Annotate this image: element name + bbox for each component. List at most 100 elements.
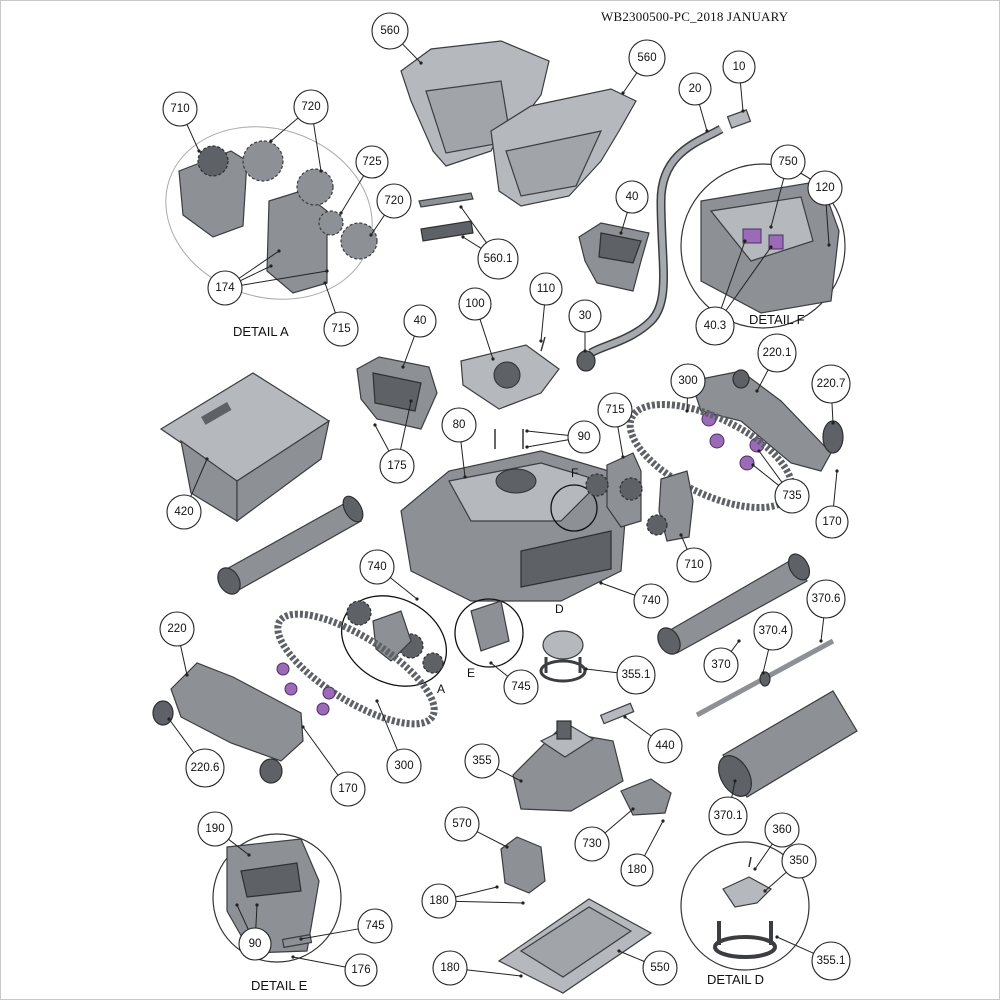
bracket-730 — [621, 779, 671, 815]
callout-90: 90 — [239, 928, 271, 960]
callout-174: 174 — [208, 271, 242, 305]
callout-725: 725 — [356, 146, 388, 178]
callout-leader-tip — [415, 597, 418, 600]
callout-leader-tip — [299, 937, 302, 940]
callout-label: 110 — [537, 283, 555, 295]
callout-leader-tip — [291, 955, 294, 958]
callout-leader-tip — [835, 469, 838, 472]
callout-leader-tip — [277, 249, 280, 252]
callout-leader — [181, 646, 187, 675]
callout-leader — [325, 283, 335, 313]
callout-leader-tip — [491, 357, 494, 360]
callout-label: 710 — [684, 559, 703, 571]
callout-leader — [463, 237, 481, 248]
callout-leader-tip — [197, 149, 200, 152]
callout-label: 180 — [627, 864, 646, 876]
connector-10 — [728, 110, 751, 128]
callout-leader — [371, 215, 384, 235]
callout-label: 40 — [626, 191, 639, 203]
callout-label: 370 — [711, 659, 730, 671]
callout-leader-tip — [769, 225, 772, 228]
block-570 — [501, 837, 545, 893]
side-frame-220 — [171, 663, 303, 761]
callout-leader-tip — [599, 581, 602, 584]
callout-leader-tip — [631, 807, 634, 810]
callout-leader-tip — [375, 699, 378, 702]
callout-170: 170 — [816, 506, 848, 538]
callout-leader-tip — [521, 901, 524, 904]
callout-leader — [375, 425, 389, 451]
callout-leader-tip — [819, 639, 822, 642]
callout-leader — [618, 427, 623, 457]
callout-110: 110 — [530, 273, 562, 305]
gear-plate-715 — [267, 191, 327, 293]
callout-leader-tip — [584, 667, 587, 670]
callout-360: 360 — [765, 813, 799, 847]
callout-leader — [240, 266, 271, 281]
callout-leader-tip — [519, 779, 522, 782]
callout-leader-tip — [539, 339, 542, 342]
callout-370-6: 370.6 — [807, 580, 845, 618]
callout-leader — [314, 124, 321, 171]
callout-leader — [293, 957, 345, 967]
callout-leader — [169, 719, 194, 753]
callout-740: 740 — [360, 550, 394, 584]
callout-leader — [625, 717, 651, 736]
callout-leader-tip — [369, 233, 372, 236]
callout-leader-tip — [751, 463, 754, 466]
callout-label: 175 — [387, 460, 406, 472]
callout-leader-tip — [733, 779, 736, 782]
clip-560-1a — [419, 193, 473, 207]
callout-715: 715 — [324, 312, 358, 346]
callout-leader — [377, 701, 397, 750]
callout-730: 730 — [575, 827, 609, 861]
callout-leader-tip — [325, 269, 328, 272]
callout-label: 720 — [384, 195, 403, 207]
callout-label: 174 — [215, 282, 235, 294]
callout-label: 715 — [605, 404, 624, 416]
callout-label: 745 — [511, 681, 530, 693]
callout-40-3: 40.3 — [696, 307, 734, 345]
callout-740: 740 — [634, 584, 668, 618]
callout-leader — [601, 583, 635, 595]
callout-300: 300 — [671, 364, 705, 398]
callout-label: 360 — [772, 824, 791, 836]
callout-176: 176 — [345, 954, 377, 986]
callout-leader-tip — [247, 853, 250, 856]
callout-20: 20 — [679, 73, 711, 105]
callout-120: 120 — [808, 171, 842, 205]
callout-leader-tip — [753, 867, 756, 870]
callout-leader-tip — [505, 845, 508, 848]
callout-355: 355 — [465, 744, 499, 778]
gear-725 — [319, 211, 343, 235]
gear-720c — [341, 223, 377, 259]
callout-leader-tip — [373, 423, 376, 426]
callout-leader-tip — [757, 449, 760, 452]
callout-leader — [477, 832, 507, 847]
callout-370-1: 370.1 — [709, 797, 747, 835]
callout-220-1: 220.1 — [758, 334, 796, 372]
callout-30: 30 — [569, 300, 601, 332]
callout-leader-tip — [583, 349, 586, 352]
callout-leader — [759, 451, 782, 482]
wheel-220-7 — [823, 421, 843, 453]
callout-leader-tip — [409, 399, 412, 402]
callout-720: 720 — [377, 184, 411, 218]
callout-leader-tip — [255, 903, 258, 906]
detail-f-mark: F — [571, 466, 578, 480]
detail-e-mark: E — [467, 666, 475, 680]
callout-leader-tip — [775, 935, 778, 938]
detail-e-group: DETAIL E — [213, 834, 341, 993]
callout-leader-tip — [519, 974, 522, 977]
callout-label: 750 — [778, 156, 797, 168]
callout-745: 745 — [358, 909, 392, 943]
callout-560: 560 — [372, 13, 408, 49]
callout-750: 750 — [771, 145, 805, 179]
callout-leader-tip — [741, 109, 744, 112]
callout-leader-tip — [301, 725, 304, 728]
callout-560-1: 560.1 — [478, 239, 518, 279]
callout-80: 80 — [442, 408, 476, 442]
callout-label: 220.1 — [763, 347, 792, 359]
callout-label: 120 — [815, 182, 834, 194]
callout-leader-tip — [459, 205, 462, 208]
